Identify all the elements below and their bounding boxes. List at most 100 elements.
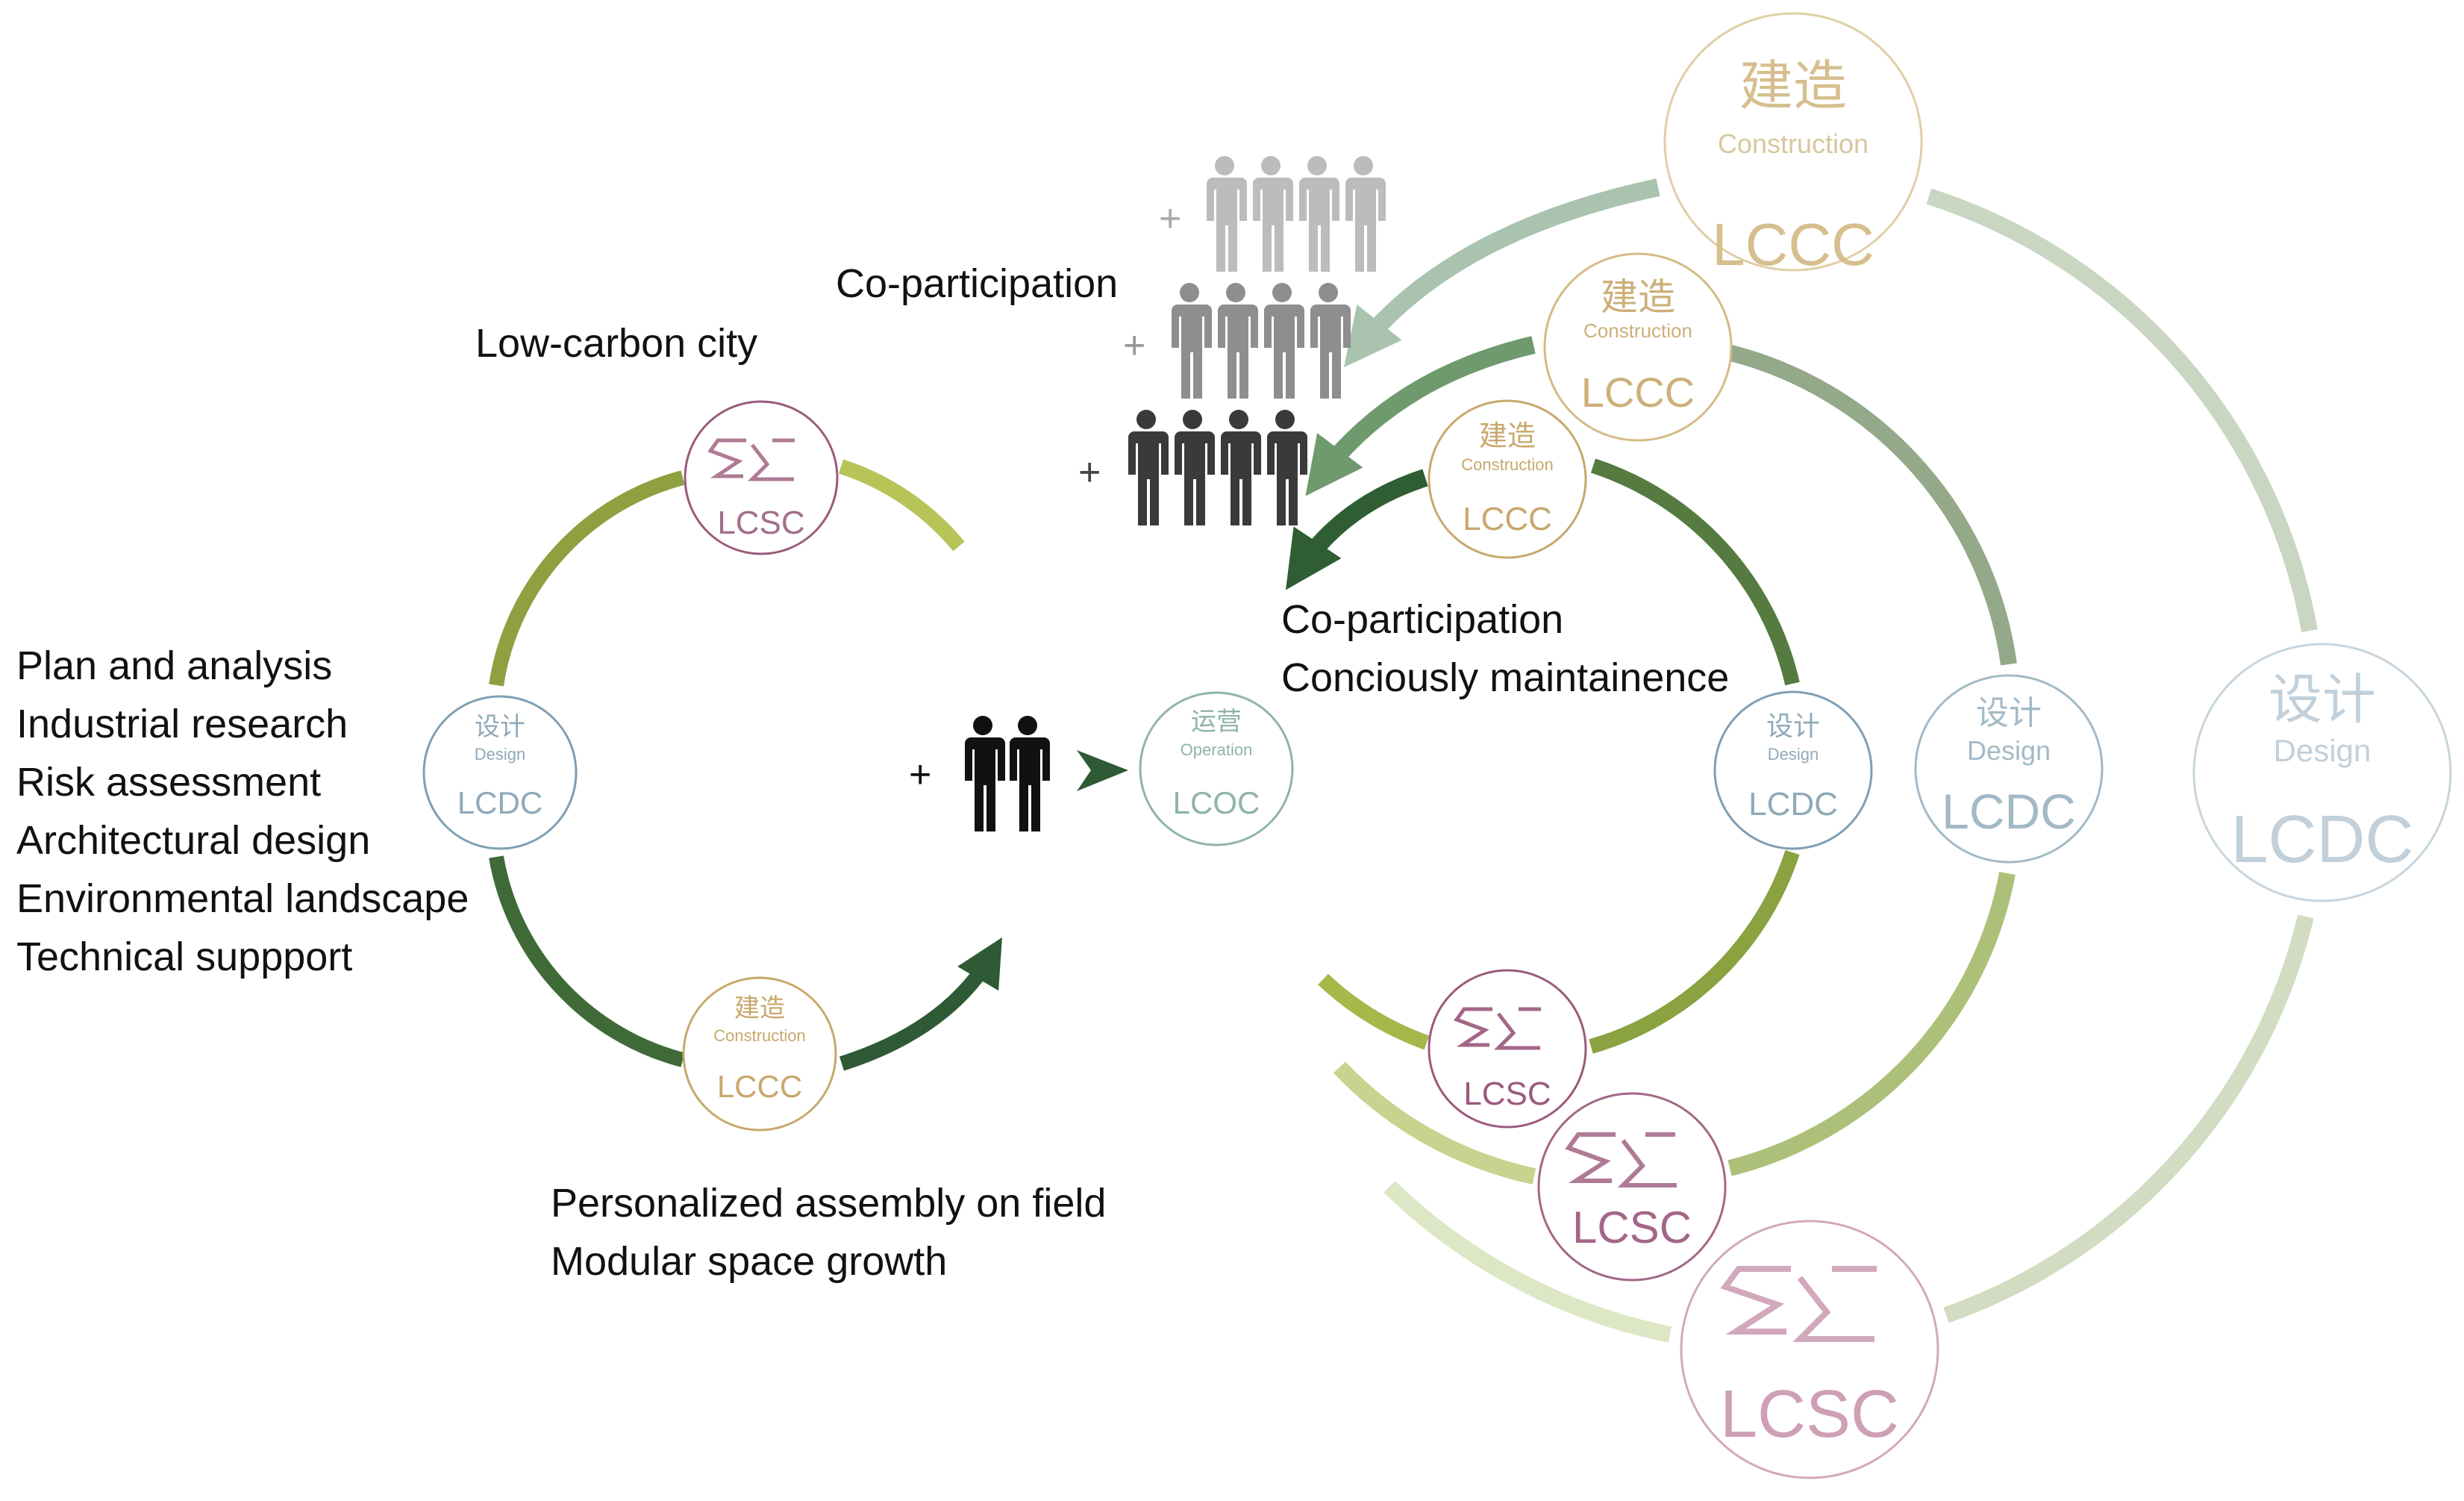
person-icon: [1218, 283, 1258, 399]
person-icon: [1207, 156, 1247, 272]
node-operation: 运营 Operation LCOC: [1139, 691, 1294, 846]
nodes: LCSC 设计 Design LCDC 建造 Construction LCCC…: [422, 12, 2452, 1479]
arc-left-top-left: [489, 470, 685, 687]
plus-light: +: [1159, 197, 1181, 240]
city-logo-icon: [1454, 1007, 1541, 1050]
plus-black: +: [909, 753, 931, 796]
node-construction-r3: 建造 Construction LCCC: [1663, 12, 1923, 278]
plus-mid: +: [1123, 324, 1145, 367]
process-item: Architectural design: [16, 818, 370, 863]
label-co-participation-mid: Co-participation: [1281, 597, 1563, 642]
process-item: Risk assessment: [16, 760, 321, 805]
node-city-small: LCSC: [684, 400, 839, 555]
process-item: Industrial research: [16, 702, 348, 746]
node-construction-r2: 建造 Construction LCCC: [1543, 252, 1733, 442]
city-logo-icon: [707, 438, 795, 481]
node-code: LCDC: [457, 785, 542, 820]
node-construction-left: 建造 Construction LCCC: [682, 976, 837, 1132]
node-code: LCCC: [717, 1069, 802, 1104]
arc-inner-bottom: [1589, 849, 1800, 1054]
node-code: LCDC: [2230, 802, 2413, 877]
city-logo-icon: [1565, 1132, 1677, 1188]
arc-left-top-right: [838, 459, 965, 552]
node-design-r2: 设计 Design LCDC: [1914, 674, 2104, 864]
node-code: LCSC: [1463, 1076, 1551, 1112]
people-mid-group: [1172, 283, 1351, 399]
person-icon: [1310, 283, 1351, 399]
process-item: Plan and analysis: [16, 643, 332, 688]
person-icon: [1128, 410, 1169, 525]
node-design-r3: 设计 Design LCDC: [2192, 643, 2452, 902]
process-list: Plan and analysis Industrial research Ri…: [16, 643, 469, 979]
arrow-outer: [1343, 178, 1660, 368]
arc-mid-top: [1726, 344, 2017, 666]
node-cn: 建造: [734, 993, 785, 1023]
node-cn: 设计: [1976, 694, 2042, 732]
node-cn: 建造: [1601, 275, 1675, 319]
arc-mid-lower-left: [1333, 1061, 1536, 1185]
process-item: Technical suppport: [16, 934, 352, 979]
process-item: Environmental landscape: [16, 876, 469, 921]
node-cn: 建造: [1739, 54, 1847, 117]
node-en: Design: [475, 745, 525, 764]
node-code: LCSC: [1572, 1202, 1692, 1252]
person-icon: [1345, 156, 1386, 272]
node-design-left: 设计 Design LCDC: [422, 695, 578, 850]
node-cn: 建造: [1479, 419, 1536, 452]
node-cn: 设计: [475, 712, 525, 742]
label-co-participation-top: Co-participation: [836, 261, 1118, 306]
person-icon: [1172, 283, 1212, 399]
node-en: Design: [1967, 735, 2051, 766]
labels: Low-carbon city Co-participation Co-part…: [475, 261, 1729, 1284]
node-code: LCSC: [717, 505, 804, 541]
person-icon: [1264, 283, 1304, 399]
node-en: Design: [1768, 745, 1819, 764]
node-code: LCCC: [1581, 369, 1695, 416]
node-code: LCDC: [1748, 786, 1838, 823]
node-cn: 运营: [1191, 707, 1242, 737]
label-concious-maintainence: Conciously maintainence: [1281, 655, 1729, 700]
arrow-inner: [1285, 469, 1428, 590]
people-dark-group: [1128, 410, 1307, 525]
node-en: Construction: [1718, 128, 1869, 159]
node-en: Operation: [1181, 740, 1253, 759]
person-icon: [1175, 410, 1215, 525]
node-cn: 设计: [1766, 711, 1820, 742]
node-code: LCOC: [1173, 785, 1260, 820]
node-city-r3: LCSC: [1680, 1220, 1939, 1479]
person-icon: [1253, 156, 1293, 272]
people-light-group: [1207, 156, 1386, 272]
node-code: LCCC: [1463, 501, 1552, 537]
node-en: Construction: [1583, 319, 1692, 342]
arc-mid-bottom: [1727, 871, 2016, 1176]
node-construction-r1: 建造 Construction LCCC: [1428, 399, 1587, 559]
node-design-r1: 设计 Design LCDC: [1713, 690, 1873, 850]
node-code: LCSC: [1720, 1377, 1899, 1452]
arc-outer-lower-left: [1383, 1181, 1672, 1343]
label-modular-space-growth: Modular space growth: [551, 1239, 947, 1284]
person-icon: [965, 716, 1005, 831]
arc-left-bottom-right: [839, 937, 1002, 1071]
node-city-r2: LCSC: [1537, 1092, 1727, 1282]
arc-outer-bottom: [1943, 914, 2314, 1323]
node-city-r1: LCSC: [1428, 969, 1587, 1129]
label-low-carbon-city: Low-carbon city: [475, 321, 757, 366]
city-logo-icon: [1720, 1266, 1877, 1342]
arc-left-bottom-left: [489, 855, 685, 1067]
arrow-mid: [1305, 336, 1536, 496]
node-cn: 设计: [2268, 668, 2376, 731]
plus-signs: + + + +: [909, 197, 1181, 796]
arc-inner-lower-left: [1318, 973, 1430, 1050]
node-en: Construction: [1461, 455, 1554, 474]
label-personalized-assembly: Personalized assembly on field: [551, 1181, 1106, 1226]
node-en: Construction: [713, 1026, 806, 1045]
node-code: LCCC: [1712, 211, 1874, 278]
person-icon: [1299, 156, 1339, 272]
node-en: Design: [2274, 733, 2371, 768]
arrow-to-operation-icon: [1077, 750, 1128, 791]
arcs: [489, 178, 2318, 1343]
arc-inner-top: [1590, 458, 1800, 686]
person-icon: [1221, 410, 1261, 525]
person-icon: [1010, 716, 1050, 831]
